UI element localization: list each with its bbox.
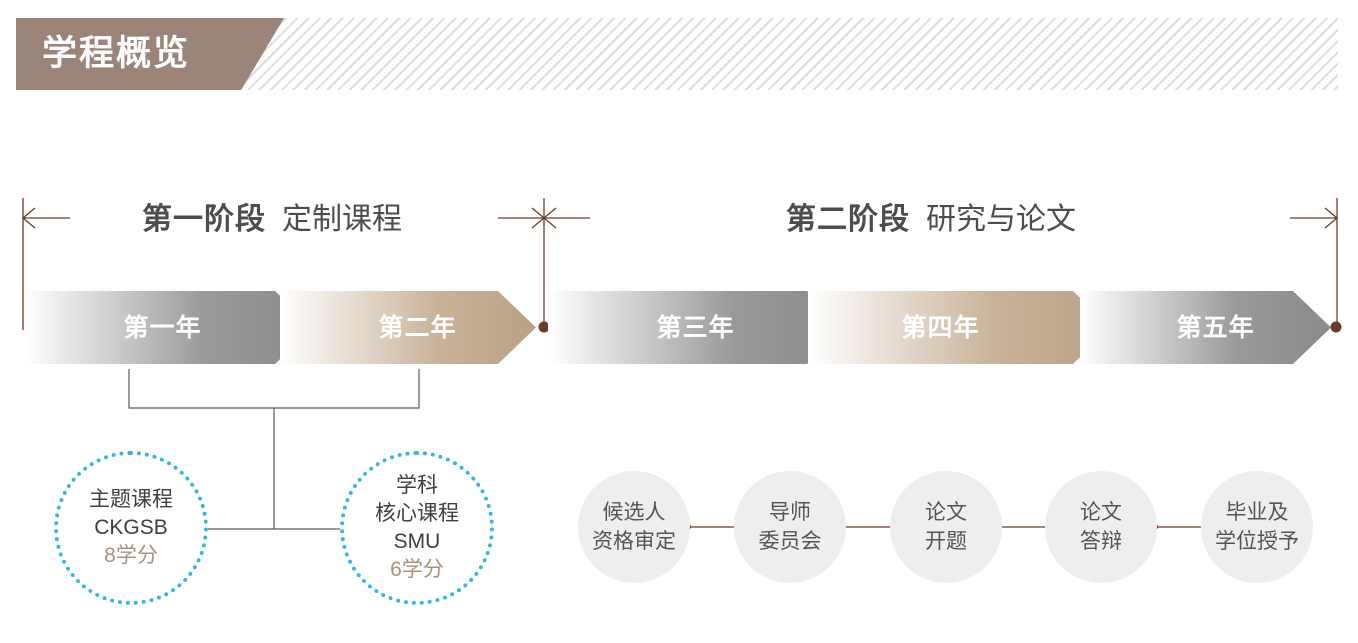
step-line: 论文 [1080,500,1122,524]
year-4-arrow [808,291,1111,364]
page-title: 学程概览 [42,34,191,74]
course-credits: 6学分 [390,558,444,581]
course-line: 核心课程 [375,502,459,525]
step-line: 论文 [925,500,967,524]
year-3-label: 第三年 [656,313,735,342]
step-line: 开题 [925,529,967,553]
step-thesis-proposal: 论文 开题 [890,471,1002,583]
step-line: 委员会 [758,529,822,553]
course-circle-smu: 学科 核心课程 SMU 6学分 [340,451,494,605]
step-thesis-defense: 论文 答辩 [1045,471,1157,583]
phase-one-title: 第一阶段 [142,202,266,237]
course-circle-ckgsb: 主题课程 CKGSB 8学分 [54,451,208,605]
year-2-arrow [280,291,536,364]
course-line: 学科 [396,474,438,497]
year-2-label: 第二年 [378,313,457,342]
year-5-label: 第五年 [1176,313,1255,342]
step-line: 导师 [769,500,811,524]
year-5-arrow [1080,291,1331,364]
step-advisor-committee: 导师 委员会 [734,471,846,583]
years-bracket [128,369,420,409]
step-line: 候选人 [602,500,666,524]
year-4-label: 第四年 [901,313,980,342]
step-line: 毕业及 [1225,500,1289,524]
course-line: CKGSB [94,516,168,539]
phase-two-title: 第二阶段 [786,202,910,237]
step-line: 资格审定 [592,529,676,553]
phase-two-subtitle: 研究与论文 [926,202,1076,237]
year-1-arrow [25,291,313,364]
year-3-arrow [548,291,845,364]
phase-one-subtitle: 定制课程 [282,202,402,237]
phase-two-label: 第二阶段研究与论文 [786,196,1076,244]
phase-divider-dot [538,321,550,333]
header-title-block [16,18,284,90]
step-line: 答辩 [1080,529,1122,553]
step-line: 学位授予 [1215,529,1299,553]
course-line: 主题课程 [89,488,173,511]
step-candidate-qualification: 候选人 资格审定 [578,471,690,583]
timeline-end-dot [1330,321,1342,333]
year-1-label: 第一年 [123,313,202,342]
phase-one-label: 第一阶段定制课程 [142,196,402,244]
course-credits: 8学分 [104,544,158,567]
step-graduation: 毕业及 学位授予 [1201,471,1313,583]
course-line: SMU [393,530,441,553]
